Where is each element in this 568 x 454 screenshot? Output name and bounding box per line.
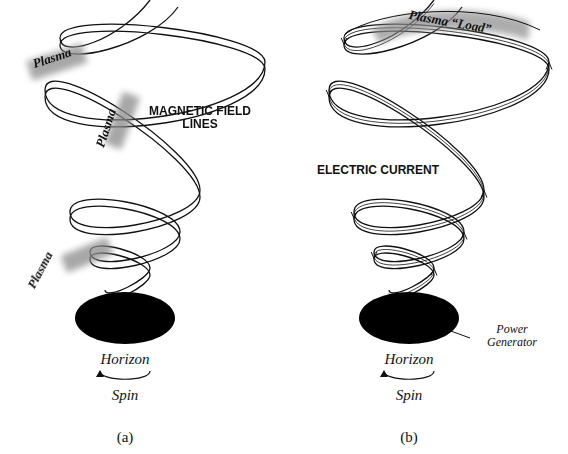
spin-label: Spin: [396, 388, 423, 404]
current-ribbon: [329, 0, 549, 300]
horizon-label: Horizon: [384, 352, 433, 368]
horizon-ellipse: [359, 292, 459, 344]
plasma-label: Plasma: [25, 249, 56, 290]
plasma-blobs: [26, 44, 140, 273]
generator-label: Power Generator: [477, 323, 547, 348]
panel-label: (b): [400, 430, 418, 446]
spin-label: Spin: [112, 388, 139, 404]
spin-arrow: [100, 371, 150, 379]
horizon-ellipse: [75, 292, 175, 344]
generator-leader: [448, 330, 470, 338]
horizon-label: Horizon: [100, 352, 149, 368]
current-label: ELECTRIC CURRENT: [317, 164, 439, 177]
field-lines-label: MAGNETIC FIELD LINES: [145, 105, 255, 130]
panel-label: (a): [117, 430, 134, 446]
spin-arrow: [384, 371, 434, 379]
